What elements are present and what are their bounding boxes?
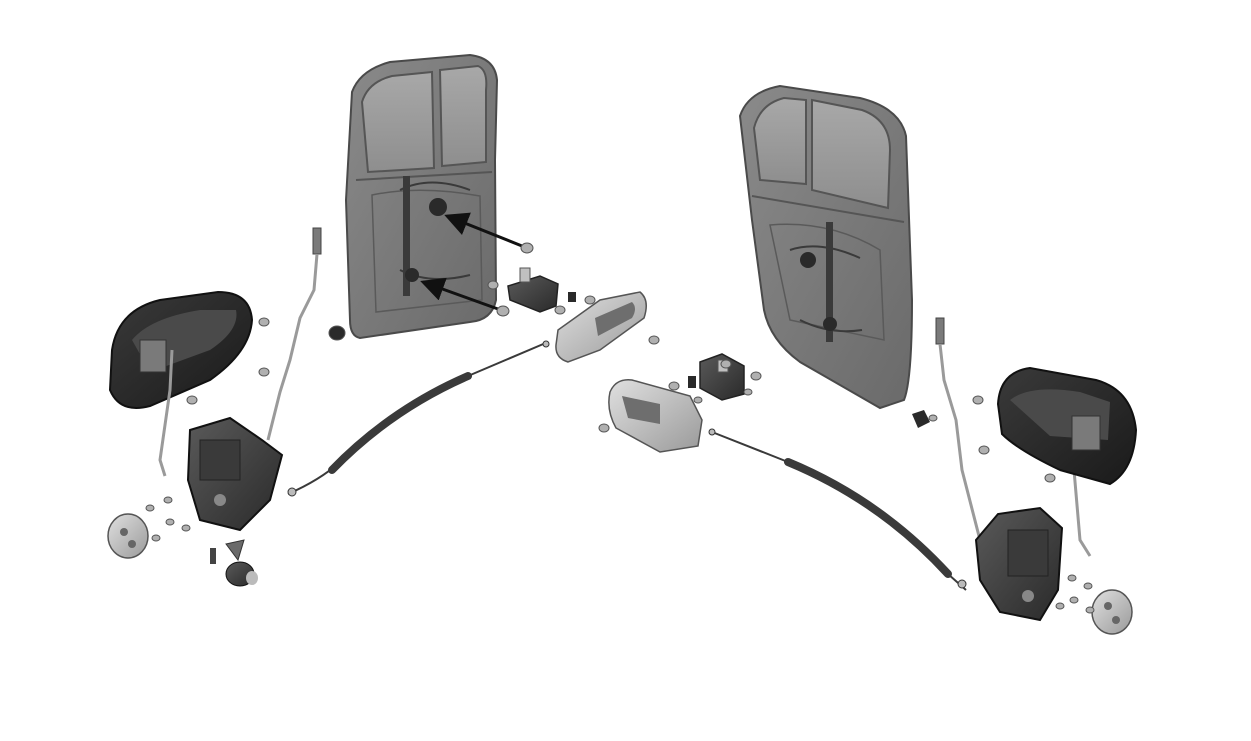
left-door-panel: [344, 53, 499, 340]
right-door-lock: [974, 506, 1064, 622]
right-window-regulator: [789, 222, 863, 342]
left-lock-cylinder: [210, 539, 258, 587]
left-mounting-arrows: [420, 212, 523, 311]
left-striker-plate: [107, 496, 191, 559]
left-release-cable: [287, 340, 550, 497]
right-striker-plate: [1055, 574, 1133, 635]
right-door-bolts: [912, 410, 938, 428]
right-release-cable: [708, 428, 967, 591]
right-handle-bracket: [668, 353, 762, 404]
right-door-assembly: [598, 84, 1138, 635]
left-handle-bracket: [507, 267, 596, 315]
left-lock-rod: [158, 227, 322, 477]
left-door-bolts: [328, 242, 534, 341]
right-outer-handle: [972, 366, 1138, 486]
right-inner-handle: [598, 379, 703, 453]
left-outer-handle: [108, 290, 270, 409]
left-door-assembly: [107, 53, 660, 587]
left-inner-handle: [555, 291, 660, 363]
left-window-regulator: [399, 176, 471, 296]
left-door-lock: [186, 416, 284, 532]
